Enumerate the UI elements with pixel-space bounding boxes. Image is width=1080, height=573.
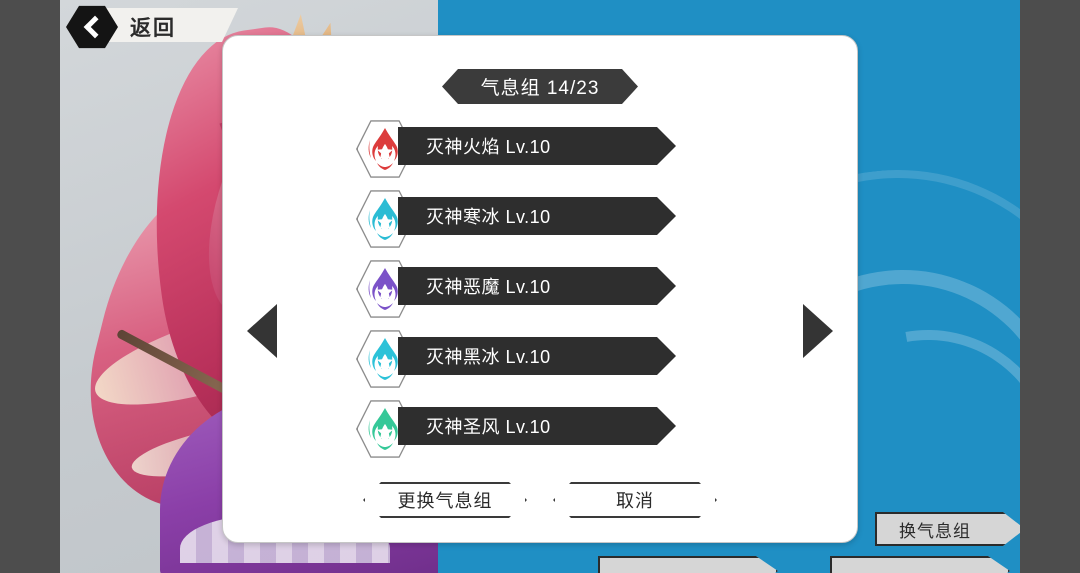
dialog-footer: 更换气息组 取消 (223, 482, 857, 518)
list-item[interactable]: 灭神寒冰 Lv.10 (356, 189, 836, 259)
list-item[interactable]: 灭神圣风 Lv.10 (356, 399, 836, 469)
confirm-change-button[interactable]: 更换气息组 (363, 482, 527, 518)
background-change-set-button[interactable]: 换气息组 (875, 512, 1020, 546)
list-item-label: 灭神寒冰 Lv.10 (398, 197, 676, 235)
list-item[interactable]: 灭神恶魔 Lv.10 (356, 259, 836, 329)
chevron-left-glyph (83, 15, 107, 39)
triangle-right-icon[interactable] (803, 304, 833, 358)
flame-emblem-glyph (368, 198, 402, 240)
left-gutter (0, 0, 60, 573)
back-button-label: 返回 (130, 17, 176, 40)
breath-set-dialog: 气息组 14/23 (222, 35, 858, 543)
list-item[interactable]: 灭神火焰 Lv.10 (356, 119, 836, 189)
background-change-set-label: 换气息组 (899, 521, 971, 541)
list-item-label: 灭神恶魔 Lv.10 (398, 267, 676, 305)
breath-list: 灭神火焰 Lv.10 (356, 119, 836, 469)
list-item-label: 灭神黑冰 Lv.10 (398, 337, 676, 375)
back-button[interactable]: 返回 (66, 5, 176, 49)
dialog-title: 气息组 14/23 (442, 69, 638, 104)
cancel-button[interactable]: 取消 (553, 482, 717, 518)
background-footer-button[interactable] (598, 556, 778, 573)
triangle-left-icon[interactable] (247, 304, 277, 358)
cancel-label: 取消 (616, 491, 654, 511)
list-item[interactable]: 灭神黑冰 Lv.10 (356, 329, 836, 399)
confirm-change-label: 更换气息组 (397, 491, 493, 511)
background-footer-button[interactable] (830, 556, 1010, 573)
right-gutter (1020, 0, 1080, 573)
list-item-label: 灭神圣风 Lv.10 (398, 407, 676, 445)
list-item-label: 灭神火焰 Lv.10 (398, 127, 676, 165)
